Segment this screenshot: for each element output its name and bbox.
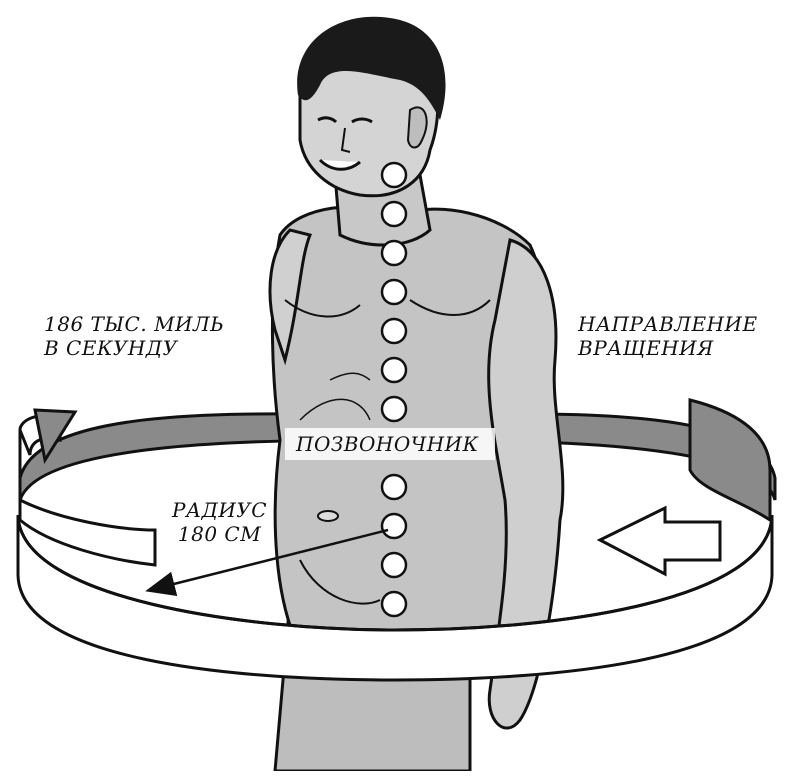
vertebra-circle <box>380 395 408 423</box>
speed-label: 186 ТЫС. МИЛЬ В СЕКУНДУ <box>44 312 224 360</box>
direction-label-line1: НАПРАВЛЕНИЕ <box>578 312 758 336</box>
radius-arrow <box>145 528 389 597</box>
radius-label-line2: 180 СМ <box>177 522 262 546</box>
vertebra-circle <box>380 512 408 540</box>
vertebra-circle <box>380 317 408 345</box>
rotation-arrow <box>596 398 772 577</box>
vertebra-circle <box>380 200 408 228</box>
radius-label: РАДИУС 180 СМ <box>172 498 267 546</box>
spine <box>380 161 408 618</box>
direction-label: НАПРАВЛЕНИЕ ВРАЩЕНИЯ <box>578 312 758 360</box>
direction-label-line2: ВРАЩЕНИЯ <box>578 336 714 360</box>
spine-label: ПОЗВОНОЧНИК <box>296 432 479 456</box>
radius-label-line1: РАДИУС <box>172 498 268 522</box>
speed-label-line2: В СЕКУНДУ <box>44 336 178 360</box>
vertebra-circle <box>380 239 408 267</box>
rotation-arrow <box>18 408 157 567</box>
vertebra-circle <box>380 473 408 501</box>
vertebra-circle <box>380 356 408 384</box>
ring-front <box>16 514 774 682</box>
ring-back <box>18 412 777 501</box>
vertebra-circle <box>380 551 408 579</box>
vertebra-circle <box>380 590 408 618</box>
vertebra-circle <box>380 278 408 306</box>
vertebra-circle <box>380 161 408 189</box>
speed-label-line1: 186 ТЫС. МИЛЬ <box>44 312 225 336</box>
